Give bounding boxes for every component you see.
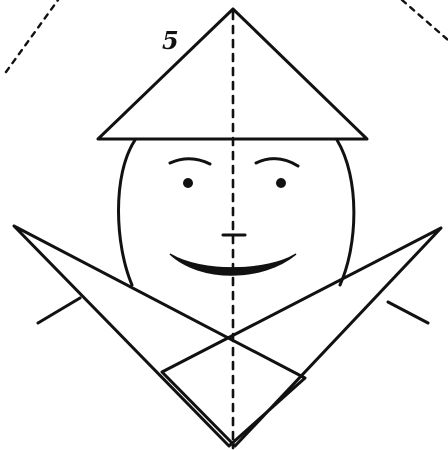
head-outline (119, 140, 354, 285)
left-arm (38, 298, 80, 323)
step-number: 5 (162, 26, 179, 55)
right-arm (388, 302, 428, 323)
right-eyebrow (256, 159, 298, 166)
left-corner-fold-line (6, 0, 58, 72)
right-eye (276, 178, 286, 188)
left-eye (183, 178, 193, 188)
right-corner-fold-line (402, 0, 448, 40)
right-collar-flap (162, 228, 441, 446)
left-eyebrow (170, 159, 210, 164)
left-collar-flap (14, 226, 305, 446)
